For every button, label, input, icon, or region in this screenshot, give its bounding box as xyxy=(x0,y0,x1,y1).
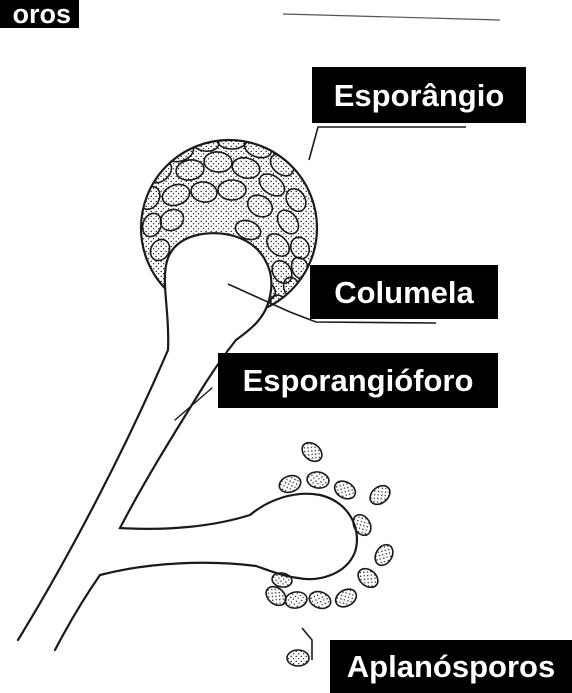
aplanospore xyxy=(287,650,309,666)
aplanospore xyxy=(366,482,393,508)
label-esporangioforo: Esporangióforo xyxy=(218,353,498,408)
aplanospore xyxy=(331,478,358,503)
aplanospore xyxy=(354,565,381,591)
aplanospore xyxy=(306,470,330,490)
aplanospore xyxy=(284,590,308,610)
label-aplanosporos: Aplanósporos xyxy=(330,640,572,693)
aplanospore xyxy=(298,439,325,465)
label-columela: Columela xyxy=(310,265,498,319)
aplanospore xyxy=(277,473,303,496)
columella-and-stalk xyxy=(28,233,357,650)
label-esporangio: Esporângio xyxy=(312,67,526,123)
leader-esporangio xyxy=(309,127,466,160)
stray-line xyxy=(283,14,500,20)
aplanospore xyxy=(307,589,333,612)
aplanospore xyxy=(332,586,359,611)
aplanospore xyxy=(372,541,397,568)
label-top-cut: oros xyxy=(0,0,79,28)
